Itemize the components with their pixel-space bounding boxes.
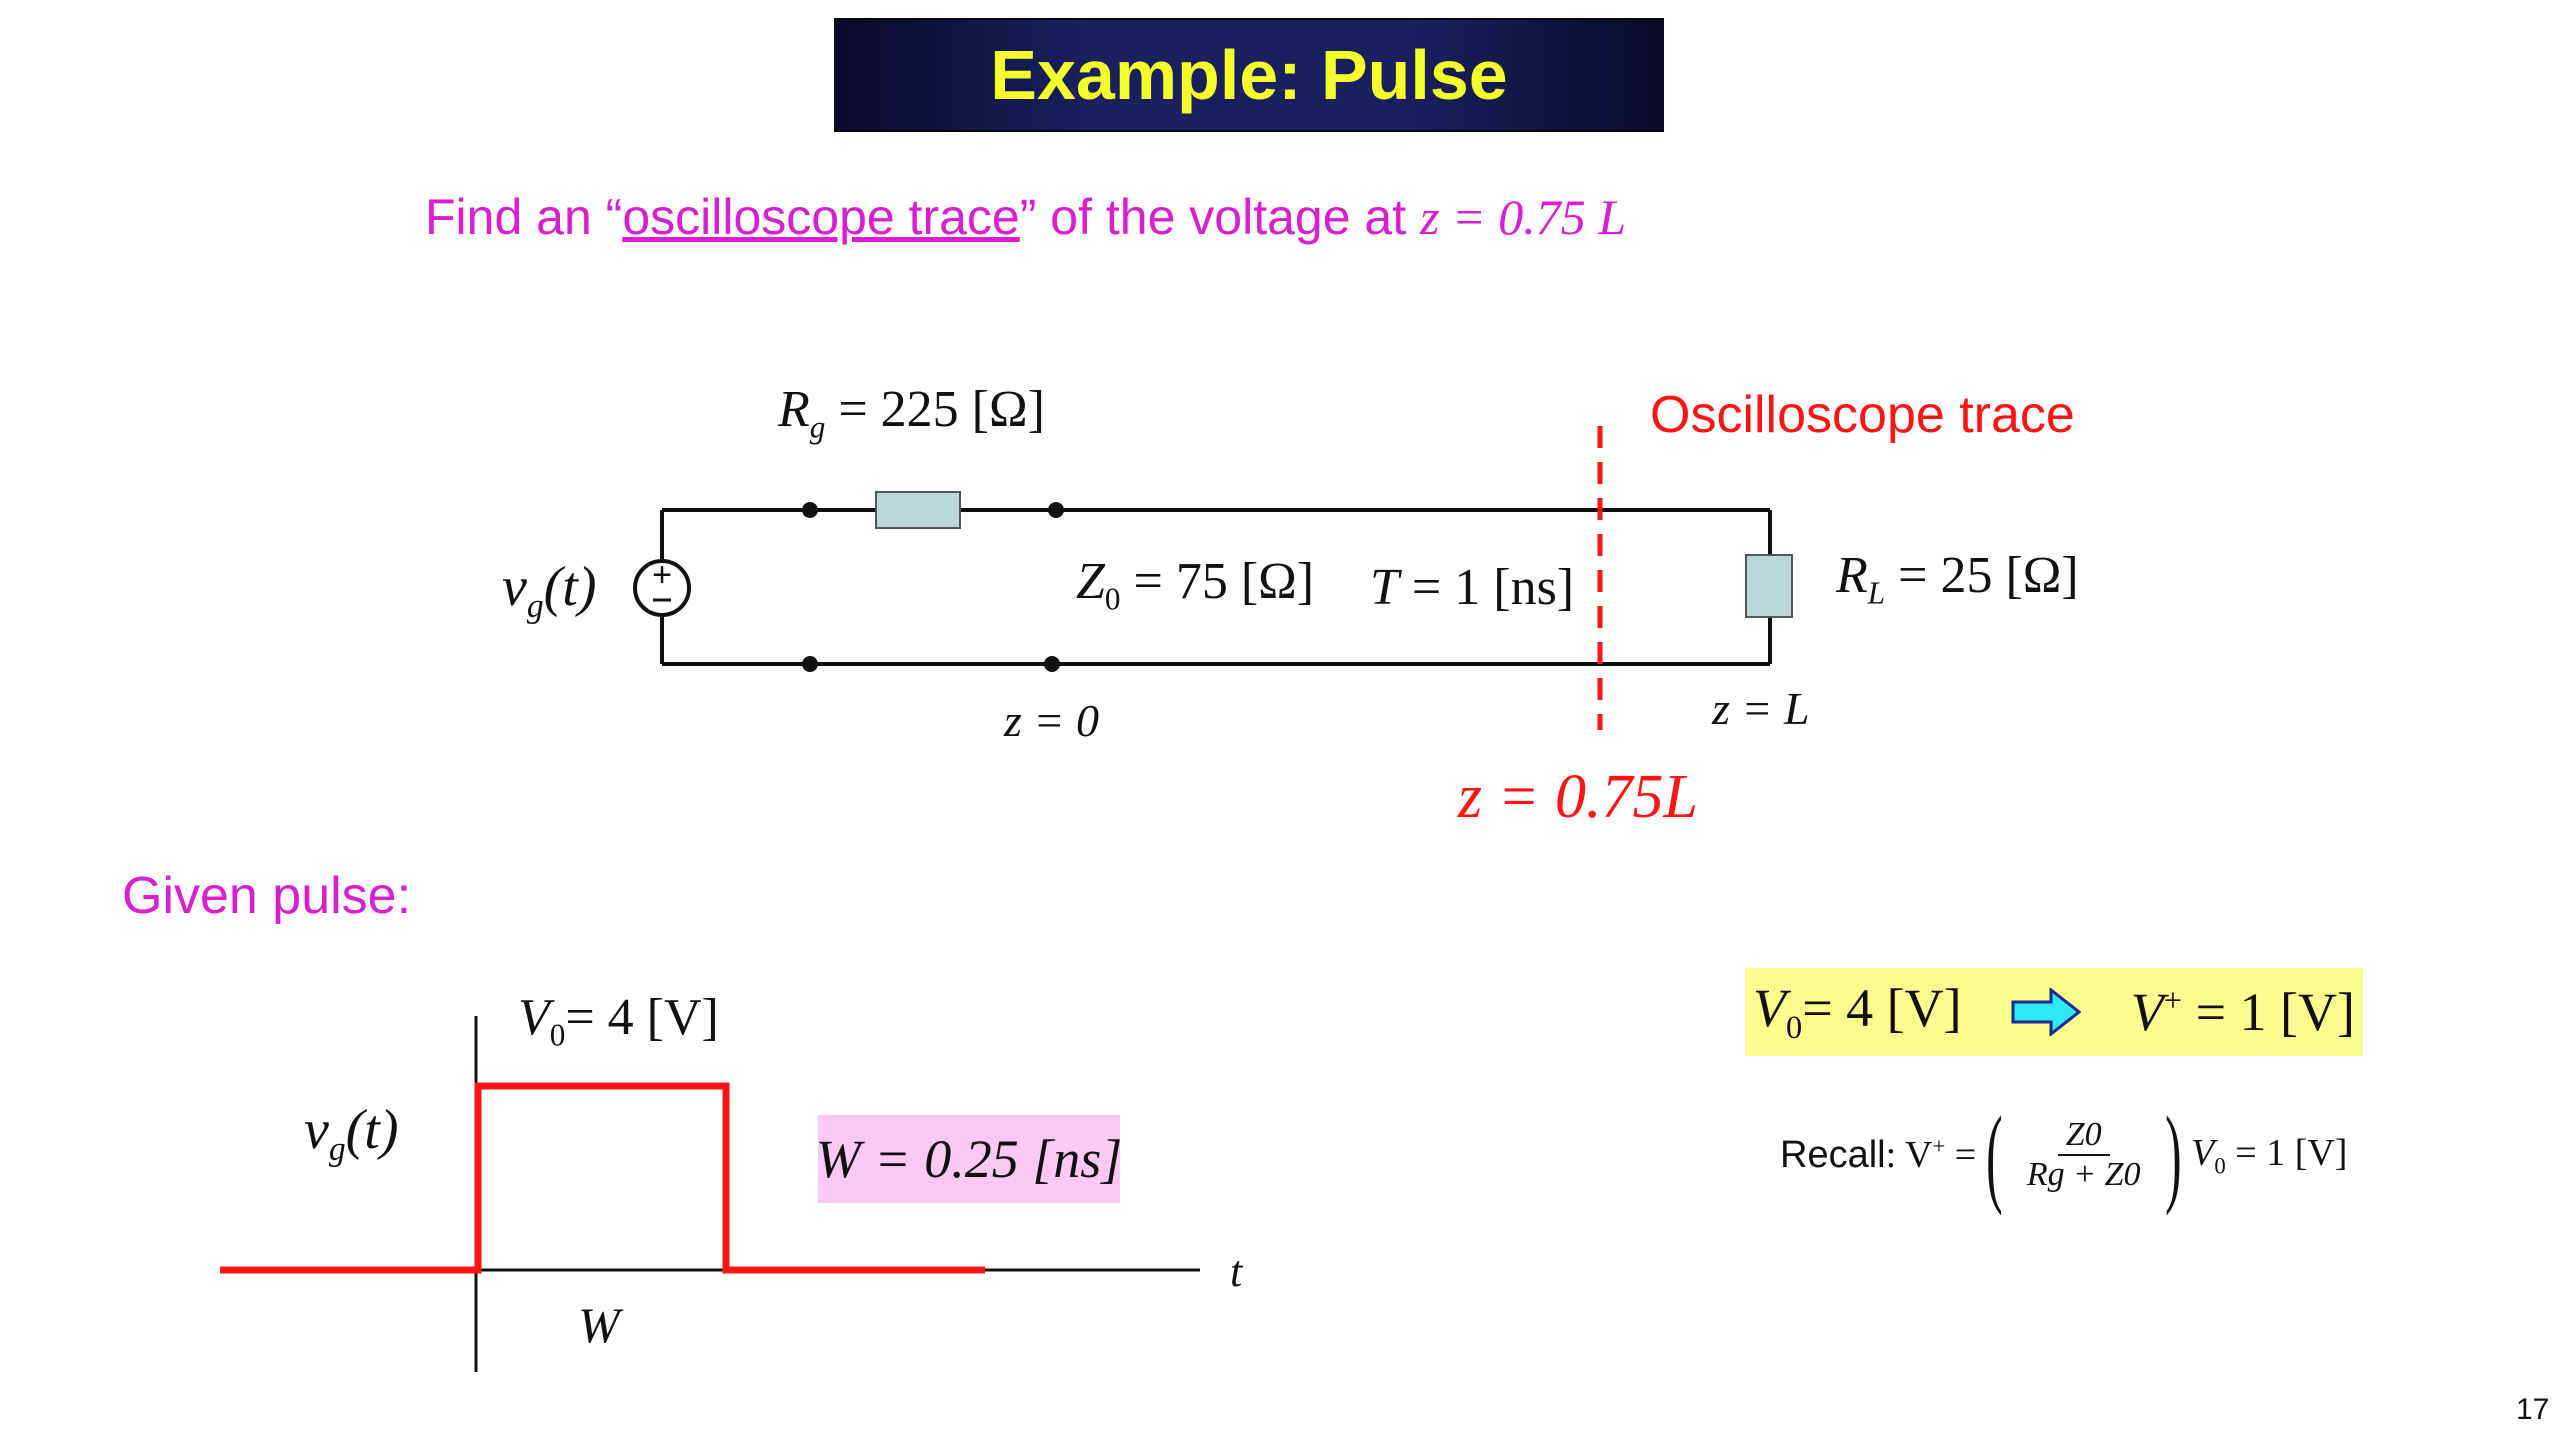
task-math: z = 0.75 L	[1420, 189, 1627, 245]
recall-tail-sub: 0	[2214, 1153, 2226, 1179]
oscilloscope-trace-link: oscilloscope trace	[622, 189, 1020, 245]
pulse-width-value: W = 0.25 [ns]	[815, 1129, 1123, 1189]
pulse-waveform	[220, 1082, 985, 1274]
task-suffix: ” of the voltage at	[1019, 189, 1420, 245]
terminal-dot	[802, 502, 818, 518]
pulse-width-label: W	[578, 1297, 620, 1353]
right-paren: )	[2164, 1094, 2182, 1216]
rg-resistor	[875, 491, 961, 529]
rg-value: = 225 [Ω]	[825, 381, 1045, 438]
recall-numerator: Z0	[2057, 1116, 2110, 1156]
terminal-dot	[1044, 656, 1060, 672]
pulse-xlabel: t	[1230, 1247, 1243, 1296]
terminal-dot	[802, 656, 818, 672]
v0-value: = 4 [V]	[565, 989, 719, 1046]
lhs-subscript: 0	[1786, 1009, 1803, 1046]
ylabel-argument: (t)	[345, 1099, 399, 1161]
page-number: 17	[2516, 1393, 2550, 1426]
z0-subscript: 0	[1104, 581, 1121, 617]
result-box: V0= 4 [V] V+ = 1 [V]	[1745, 968, 2363, 1056]
pulse-amplitude-label: V0= 4 [V]	[518, 988, 719, 1053]
title-bar: Example: Pulse	[834, 18, 1664, 132]
t-value: = 1 [ns]	[1398, 559, 1575, 616]
source-argument: (t)	[543, 556, 597, 618]
recall-tail-value: = 1 [V]	[2225, 1131, 2348, 1174]
given-pulse-label: Given pulse:	[122, 867, 412, 925]
pulse-width-box: W = 0.25 [ns]	[815, 1115, 1123, 1203]
recall-lhs-sup: +	[1932, 1133, 1946, 1159]
task-prefix: Find an “	[425, 189, 623, 245]
slide-title: Example: Pulse	[990, 36, 1508, 114]
trace-position-label: z = 0.75L	[1458, 763, 1698, 831]
pulse-ylabel: vg(t)	[304, 1098, 399, 1169]
result-lhs: V0= 4 [V]	[1753, 977, 1962, 1047]
recall-lhs-text: : V	[1885, 1134, 1933, 1176]
rhs-superscript: +	[2163, 983, 2183, 1019]
z0-position-label: z = 0	[1004, 695, 1099, 746]
rg-symbol: R	[778, 381, 810, 438]
ylabel-symbol: v	[304, 1099, 329, 1161]
recall-lhs: : V+ =	[1886, 1133, 1977, 1177]
rl-value: = 25 [Ω]	[1885, 547, 2079, 604]
result-rhs: V+ = 1 [V]	[2131, 981, 2355, 1043]
recall-label: Recall	[1780, 1133, 1886, 1176]
rhs-symbol: V	[2130, 982, 2164, 1042]
z0-impedance-label: Z0 = 75 [Ω]	[1076, 552, 1314, 617]
rl-subscript: L	[1867, 575, 1886, 611]
recall-tail: V0 = 1 [V]	[2191, 1131, 2347, 1180]
v0-subscript: 0	[549, 1017, 566, 1053]
lhs-value: = 4 [V]	[1802, 978, 1962, 1039]
voltage-source-icon	[633, 559, 691, 617]
rg-subscript: g	[809, 409, 826, 445]
source-label: vg(t)	[502, 555, 597, 626]
v0-symbol: V	[518, 989, 550, 1046]
rg-label: Rg = 225 [Ω]	[778, 380, 1045, 445]
right-arrow-icon	[2011, 988, 2082, 1036]
recall-tail-symbol: V	[2191, 1131, 2215, 1174]
z0-value: = 75 [Ω]	[1120, 553, 1315, 610]
rhs-value: = 1 [V]	[2182, 982, 2355, 1042]
rl-label: RL = 25 [Ω]	[1836, 546, 2079, 611]
source-plus: +	[652, 556, 672, 594]
zl-position-label: z = L	[1712, 683, 1810, 734]
recall-fraction: Z0 Rg + Z0	[2019, 1116, 2149, 1194]
recall-eq: =	[1945, 1134, 1977, 1176]
ylabel-subscript: g	[328, 1131, 346, 1169]
z0-symbol: Z	[1076, 553, 1105, 610]
left-paren: (	[1986, 1094, 2003, 1216]
lhs-symbol: V	[1753, 978, 1786, 1039]
t-symbol: T	[1370, 559, 1399, 616]
source-symbol: v	[502, 556, 527, 618]
terminal-dot	[1048, 502, 1064, 518]
rl-resistor	[1745, 554, 1793, 618]
recall-formula: Recall : V+ = ( Z0 Rg + Z0 ) V0 = 1 [V]	[1780, 1100, 2347, 1210]
delay-label: T = 1 [ns]	[1370, 558, 1574, 617]
oscilloscope-trace-label: Oscilloscope trace	[1650, 386, 2075, 444]
recall-denominator: Rg + Z0	[2026, 1156, 2141, 1193]
rl-symbol: R	[1836, 547, 1868, 604]
task-sentence: Find an “oscilloscope trace” of the volt…	[425, 188, 1626, 246]
source-subscript: g	[526, 588, 544, 626]
